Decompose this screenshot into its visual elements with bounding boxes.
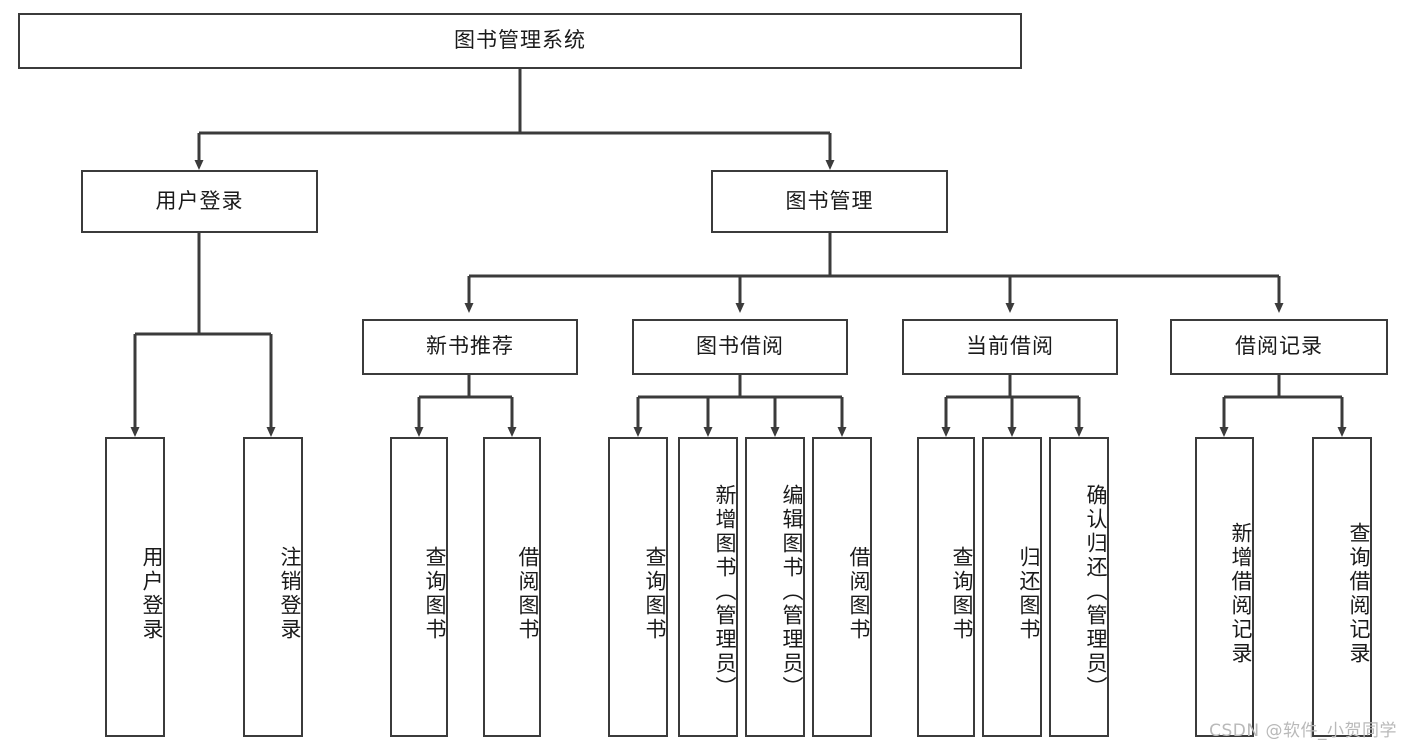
leaf-confirm-return-admin[interactable]: 确认归还（管理员）: [1049, 437, 1109, 737]
leaf-query-book-borrow[interactable]: 查询图书: [608, 437, 668, 737]
leaf-edit-book-admin[interactable]: 编辑图书（管理员）: [745, 437, 805, 737]
leaf-query-book-current[interactable]: 查询图书: [917, 437, 975, 737]
leaf-query-borrow-record[interactable]: 查询借阅记录: [1312, 437, 1372, 737]
leaf-query-book-recommend[interactable]: 查询图书: [390, 437, 448, 737]
leaf-logout-login[interactable]: 注销登录: [243, 437, 303, 737]
node-book-borrow[interactable]: 图书借阅: [632, 319, 848, 375]
node-root-book-management-system[interactable]: 图书管理系统: [18, 13, 1022, 69]
leaf-return-book[interactable]: 归还图书: [982, 437, 1042, 737]
leaf-borrow-book-borrow[interactable]: 借阅图书: [812, 437, 872, 737]
csdn-watermark: CSDN @软件_小贺同学: [1209, 721, 1397, 741]
node-user-login[interactable]: 用户登录: [81, 170, 318, 233]
node-new-book-recommend[interactable]: 新书推荐: [362, 319, 578, 375]
node-borrow-record[interactable]: 借阅记录: [1170, 319, 1388, 375]
leaf-user-login[interactable]: 用户登录: [105, 437, 165, 737]
leaf-add-borrow-record[interactable]: 新增借阅记录: [1195, 437, 1254, 737]
leaf-add-book-admin[interactable]: 新增图书（管理员）: [678, 437, 738, 737]
node-current-borrow[interactable]: 当前借阅: [902, 319, 1118, 375]
node-book-management[interactable]: 图书管理: [711, 170, 948, 233]
leaf-borrow-book-recommend[interactable]: 借阅图书: [483, 437, 541, 737]
